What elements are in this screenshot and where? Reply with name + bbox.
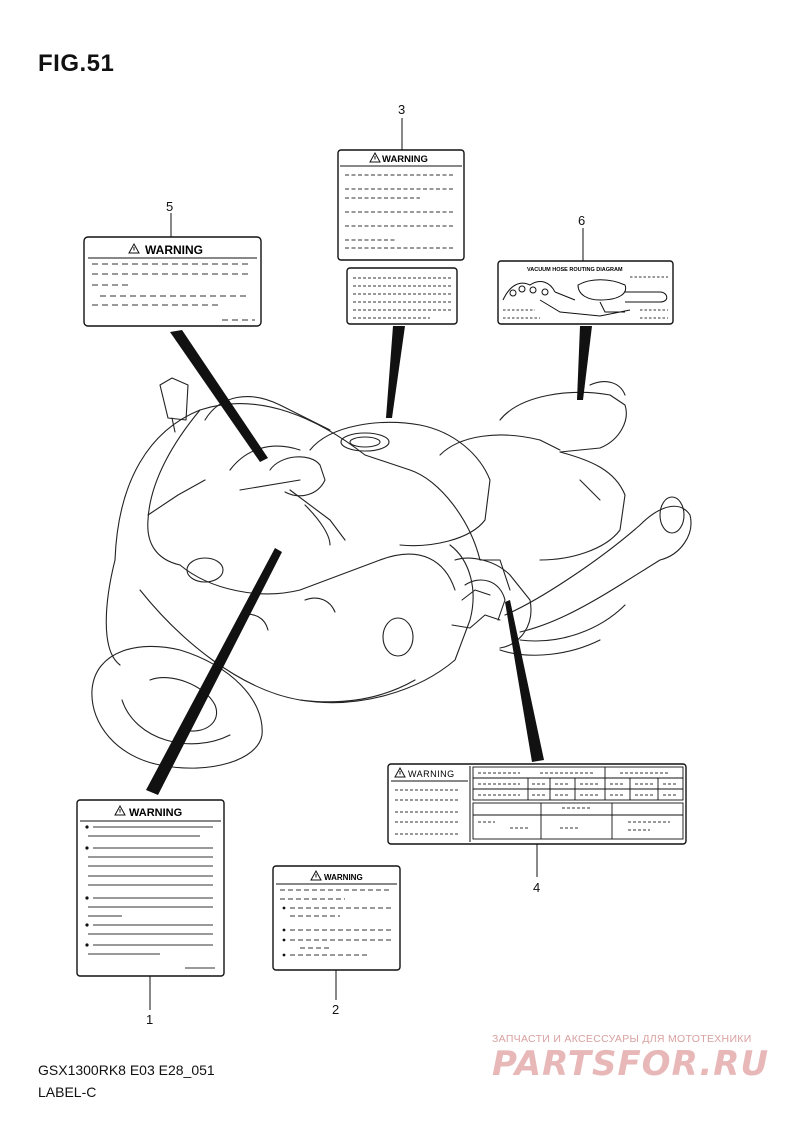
callout-6: 6 [578, 213, 586, 228]
callout-leaders [149, 118, 584, 1010]
callout-4: 4 [533, 880, 541, 895]
label-4: WARNING [387, 763, 687, 845]
label-2-warning-text: WARNING [324, 873, 363, 882]
leader-wedge-6 [577, 326, 592, 400]
callout-2: 2 [332, 1002, 340, 1017]
watermark-logo: PARTSFOR.RU [492, 1044, 770, 1084]
label-3-warning-text: WARNING [382, 154, 428, 165]
label-3: WARNING [337, 149, 465, 325]
callout-5: 5 [166, 199, 174, 214]
label-5-warning-text: WARNING [145, 243, 203, 257]
label-6: VACUUM HOSE ROUTING DIAGRAM [497, 260, 674, 325]
leader-wedge-4 [505, 600, 544, 762]
model-code: GSX1300RK8 E03 E28_051 [38, 1062, 215, 1078]
label-4-warning-text: WARNING [408, 769, 455, 779]
section-name: LABEL-C [38, 1084, 97, 1100]
callout-3: 3 [398, 102, 406, 117]
label-6-vacuum-title: VACUUM HOSE ROUTING DIAGRAM [527, 267, 623, 273]
leader-wedge-5 [170, 330, 268, 462]
leader-wedge-1 [146, 548, 282, 795]
motorcycle-outline [91, 377, 692, 769]
callout-1: 1 [146, 1012, 154, 1027]
watermark-tagline: ЗАПЧАСТИ И АКСЕССУАРЫ ДЛЯ МОТОТЕХНИКИ [492, 1033, 752, 1045]
leader-wedge-3 [386, 326, 405, 418]
label-1: WARNING [76, 799, 225, 977]
label-2: WARNING [272, 865, 401, 971]
leader-lines [146, 326, 592, 795]
label-1-warning-text: WARNING [129, 807, 182, 819]
label-5: WARNING [83, 236, 262, 327]
figure-title: FIG.51 [38, 50, 115, 77]
